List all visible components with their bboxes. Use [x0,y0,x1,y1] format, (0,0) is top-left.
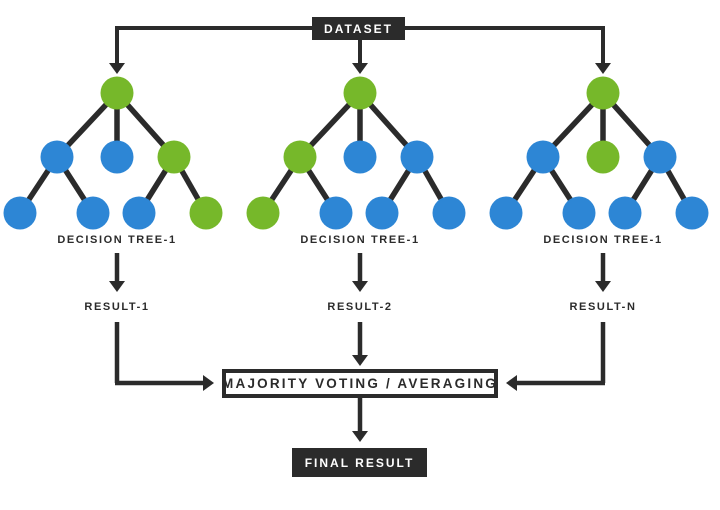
tree-1-leaf-node [76,196,110,230]
tree-1-leaf-node [3,196,37,230]
result-n-label: RESULT-N [569,301,637,313]
tree-3-leaf-node [489,196,523,230]
tree-2-result-arrowhead [352,281,368,292]
dataset-arrowhead-left [109,63,125,74]
tree-3-leaf-node [675,196,709,230]
result-2-arrowhead [352,355,368,366]
tree-2-level2-node [343,140,377,174]
tree-2-root-node [343,76,377,110]
tree-3-result-arrowhead [595,281,611,292]
tree-1-level2-node [157,140,191,174]
tree-3-leaf-node [562,196,596,230]
tree-2-leaf-node [365,196,399,230]
majority-voting-box: MAJORITY VOTING / AVERAGING [222,369,498,398]
tree-1-root-node [100,76,134,110]
final-result-box: FINAL RESULT [292,448,427,477]
tree-2-level2-node [400,140,434,174]
decision-tree-2-label: DECISION TREE-1 [300,234,420,246]
tree-2-leaf-node [246,196,280,230]
tree-1-leaf-node [122,196,156,230]
dataset-arrowhead-middle [352,63,368,74]
tree-2-level2-node [283,140,317,174]
tree-3-level2-node [526,140,560,174]
tree-3-level2-node [643,140,677,174]
decision-tree-1-label: DECISION TREE-1 [57,234,177,246]
result-2-label: RESULT-2 [327,301,393,313]
result-1-label: RESULT-1 [84,301,150,313]
result-1-arrowhead [203,375,214,391]
tree-1-level2-node [40,140,74,174]
dataset-box: DATASET [312,17,405,40]
decision-tree-3-label: DECISION TREE-1 [543,234,663,246]
tree-3-level2-node [586,140,620,174]
tree-1-result-arrowhead [109,281,125,292]
tree-3-root-node [586,76,620,110]
tree-1-level2-node [100,140,134,174]
tree-1-leaf-node [189,196,223,230]
tree-3-leaf-node [608,196,642,230]
tree-2-leaf-node [319,196,353,230]
final-result-arrowhead [352,431,368,442]
result-n-arrowhead [506,375,517,391]
dataset-arrowhead-right [595,63,611,74]
tree-2-leaf-node [432,196,466,230]
